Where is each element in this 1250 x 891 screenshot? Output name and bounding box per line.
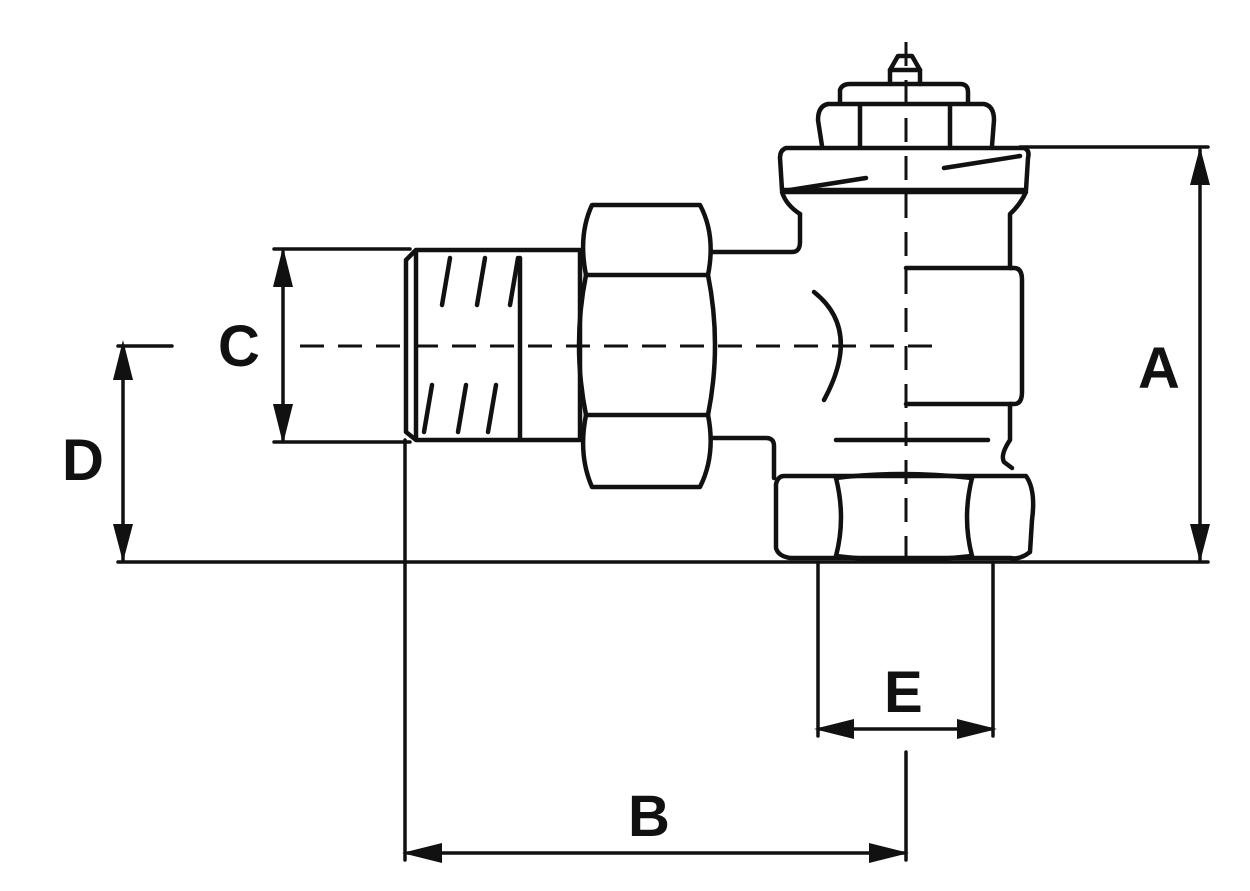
valve-bonnet	[777, 53, 1031, 193]
dimension-e: E	[814, 560, 997, 739]
label-a: A	[1138, 336, 1180, 401]
valve-housing	[779, 189, 1029, 471]
dimension-a: A	[1018, 145, 1210, 562]
label-b: B	[628, 784, 670, 849]
dimension-b: B	[402, 438, 909, 863]
union-hex-nut	[576, 202, 718, 490]
label-d: D	[62, 428, 104, 493]
valve-body	[300, 42, 1036, 563]
label-e: E	[884, 660, 923, 725]
bottom-hex-nut	[773, 471, 1036, 563]
dimension-d: D	[62, 340, 174, 562]
label-c: C	[218, 314, 260, 379]
dimension-c: C	[218, 247, 412, 444]
